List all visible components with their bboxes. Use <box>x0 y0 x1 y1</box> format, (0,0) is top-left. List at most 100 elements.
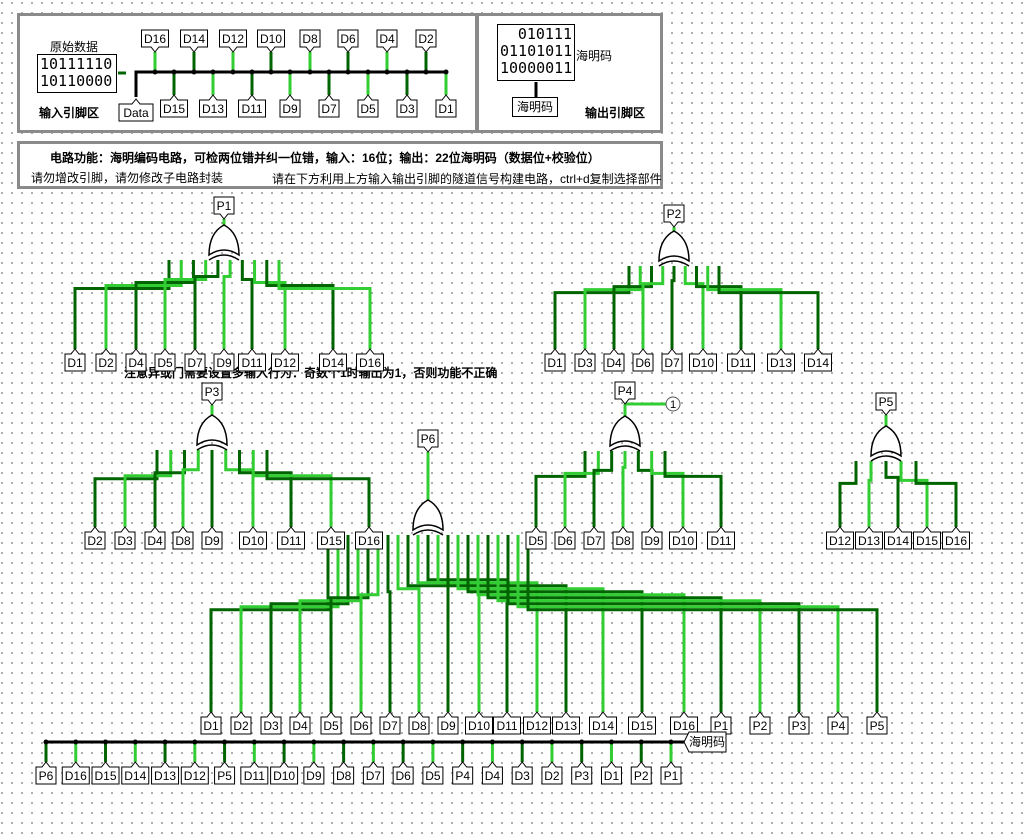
hamming-tunnel[interactable]: 海明码 <box>512 97 558 117</box>
output-bus-tunnel-D9[interactable]: D9 <box>303 761 325 785</box>
probe-indicator[interactable]: 1 <box>665 396 681 412</box>
gate-output-tunnel-P2[interactable]: P2 <box>663 204 685 228</box>
input-bottom-tunnel-D11[interactable]: D11 <box>238 94 266 118</box>
gate-input-tunnel-D5[interactable]: D5 <box>154 348 176 372</box>
input-bottom-tunnel-D3[interactable]: D3 <box>396 94 418 118</box>
output-bus-tunnel-P1[interactable]: P1 <box>660 761 682 785</box>
output-bus-tunnel-P5[interactable]: P5 <box>214 761 236 785</box>
output-bus-tunnel-D12[interactable]: D12 <box>180 761 209 785</box>
input-top-tunnel-D2[interactable]: D2 <box>415 29 437 53</box>
gate-input-tunnel-D15[interactable]: D15 <box>913 526 941 550</box>
input-top-tunnel-D10[interactable]: D10 <box>257 29 285 53</box>
gate-input-tunnel-D16[interactable]: D16 <box>356 348 384 372</box>
gate-input-tunnel-D11[interactable]: D11 <box>277 526 305 550</box>
gate-input-tunnel-D4[interactable]: D4 <box>144 526 166 550</box>
gate-output-tunnel-P1[interactable]: P1 <box>213 196 235 220</box>
gate-output-tunnel-P4[interactable]: P4 <box>614 381 636 405</box>
gate-input-tunnel-D11[interactable]: D11 <box>727 348 755 372</box>
input-bottom-tunnel-D7[interactable]: D7 <box>318 94 340 118</box>
input-top-tunnel-D6[interactable]: D6 <box>337 29 359 53</box>
gate-input-tunnel-D16[interactable]: D16 <box>355 526 383 550</box>
gate-input-tunnel-P1[interactable]: P1 <box>710 711 732 735</box>
gate-input-tunnel-D10[interactable]: D10 <box>465 711 493 735</box>
output-bus-tunnel-D14[interactable]: D14 <box>121 761 150 785</box>
output-bus-tunnel-D6[interactable]: D6 <box>392 761 414 785</box>
output-bus-tunnel-D7[interactable]: D7 <box>362 761 384 785</box>
output-bus-tunnel-D15[interactable]: D15 <box>91 761 120 785</box>
gate-input-tunnel-P4[interactable]: P4 <box>827 711 849 735</box>
gate-input-tunnel-D2[interactable]: D2 <box>230 711 252 735</box>
gate-input-tunnel-D1[interactable]: D1 <box>544 348 566 372</box>
gate-input-tunnel-D14[interactable]: D14 <box>589 711 617 735</box>
gate-input-tunnel-D14[interactable]: D14 <box>804 348 832 372</box>
output-bus-tunnel-D10[interactable]: D10 <box>270 761 299 785</box>
xor-gate-P5[interactable] <box>870 425 902 462</box>
gate-input-tunnel-D16[interactable]: D16 <box>942 526 970 550</box>
gate-input-tunnel-D9[interactable]: D9 <box>213 348 235 372</box>
gate-input-tunnel-D4[interactable]: D4 <box>603 348 625 372</box>
gate-input-tunnel-D5[interactable]: D5 <box>320 711 342 735</box>
input-top-tunnel-D16[interactable]: D16 <box>141 29 169 53</box>
output-bus-tunnel-D1[interactable]: D1 <box>600 761 622 785</box>
gate-output-tunnel-P3[interactable]: P3 <box>201 382 223 406</box>
xor-gate-P4[interactable] <box>609 415 641 452</box>
input-top-tunnel-D14[interactable]: D14 <box>180 29 208 53</box>
raw-data-input-pin[interactable]: 10111110 10110000 <box>37 54 117 93</box>
gate-input-tunnel-D8[interactable]: D8 <box>612 526 634 550</box>
gate-input-tunnel-D6[interactable]: D6 <box>554 526 576 550</box>
output-bus-tunnel-hamming[interactable]: 海明码 <box>683 731 727 753</box>
gate-input-tunnel-D7[interactable]: D7 <box>184 348 206 372</box>
gate-input-tunnel-D13[interactable]: D13 <box>855 526 883 550</box>
output-bus-tunnel-P2[interactable]: P2 <box>630 761 652 785</box>
gate-input-tunnel-D6[interactable]: D6 <box>350 711 372 735</box>
output-bus-tunnel-P3[interactable]: P3 <box>571 761 593 785</box>
gate-input-tunnel-D3[interactable]: D3 <box>114 526 136 550</box>
input-top-tunnel-D8[interactable]: D8 <box>299 29 321 53</box>
gate-input-tunnel-D15[interactable]: D15 <box>628 711 656 735</box>
gate-input-tunnel-P3[interactable]: P3 <box>788 711 810 735</box>
gate-input-tunnel-D3[interactable]: D3 <box>574 348 596 372</box>
output-bus-tunnel-D8[interactable]: D8 <box>333 761 355 785</box>
gate-input-tunnel-D5[interactable]: D5 <box>525 526 547 550</box>
gate-input-tunnel-D9[interactable]: D9 <box>201 526 223 550</box>
hamming-output-pin[interactable]: 010111 01101011 10000011 <box>497 24 575 81</box>
output-bus-tunnel-D4[interactable]: D4 <box>481 761 503 785</box>
gate-input-tunnel-D7[interactable]: D7 <box>379 711 401 735</box>
input-top-tunnel-D12[interactable]: D12 <box>219 29 247 53</box>
xor-gate-P3[interactable] <box>196 414 228 451</box>
gate-input-tunnel-D13[interactable]: D13 <box>552 711 580 735</box>
output-bus-tunnel-D2[interactable]: D2 <box>541 761 563 785</box>
output-bus-tunnel-D16[interactable]: D16 <box>61 761 90 785</box>
gate-input-tunnel-D4[interactable]: D4 <box>289 711 311 735</box>
input-tunnel-data[interactable]: Data <box>118 98 154 122</box>
gate-input-tunnel-D2[interactable]: D2 <box>95 348 117 372</box>
gate-output-tunnel-P6[interactable]: P6 <box>417 429 439 453</box>
gate-input-tunnel-D11[interactable]: D11 <box>493 711 521 735</box>
gate-output-tunnel-P5[interactable]: P5 <box>875 392 897 416</box>
gate-input-tunnel-D10[interactable]: D10 <box>689 348 717 372</box>
xor-gate-P1[interactable] <box>208 224 240 261</box>
input-bottom-tunnel-D15[interactable]: D15 <box>160 94 188 118</box>
input-top-tunnel-D4[interactable]: D4 <box>376 29 398 53</box>
gate-input-tunnel-D9[interactable]: D9 <box>641 526 663 550</box>
gate-input-tunnel-D9[interactable]: D9 <box>437 711 459 735</box>
gate-input-tunnel-D7[interactable]: D7 <box>661 348 683 372</box>
gate-input-tunnel-D12[interactable]: D12 <box>271 348 299 372</box>
gate-input-tunnel-D14[interactable]: D14 <box>319 348 347 372</box>
xor-gate-P2[interactable] <box>658 230 690 267</box>
gate-input-tunnel-D3[interactable]: D3 <box>260 711 282 735</box>
gate-input-tunnel-D1[interactable]: D1 <box>200 711 222 735</box>
output-bus-tunnel-D3[interactable]: D3 <box>511 761 533 785</box>
gate-input-tunnel-D7[interactable]: D7 <box>583 526 605 550</box>
output-bus-tunnel-D5[interactable]: D5 <box>422 761 444 785</box>
gate-input-tunnel-D10[interactable]: D10 <box>669 526 697 550</box>
gate-input-tunnel-D1[interactable]: D1 <box>64 348 86 372</box>
gate-input-tunnel-D6[interactable]: D6 <box>632 348 654 372</box>
gate-input-tunnel-D13[interactable]: D13 <box>767 348 795 372</box>
input-bottom-tunnel-D5[interactable]: D5 <box>357 94 379 118</box>
output-bus-tunnel-P6[interactable]: P6 <box>35 761 57 785</box>
gate-input-tunnel-D10[interactable]: D10 <box>239 526 267 550</box>
gate-input-tunnel-P5[interactable]: P5 <box>866 711 888 735</box>
gate-input-tunnel-D4[interactable]: D4 <box>125 348 147 372</box>
gate-input-tunnel-D8[interactable]: D8 <box>172 526 194 550</box>
